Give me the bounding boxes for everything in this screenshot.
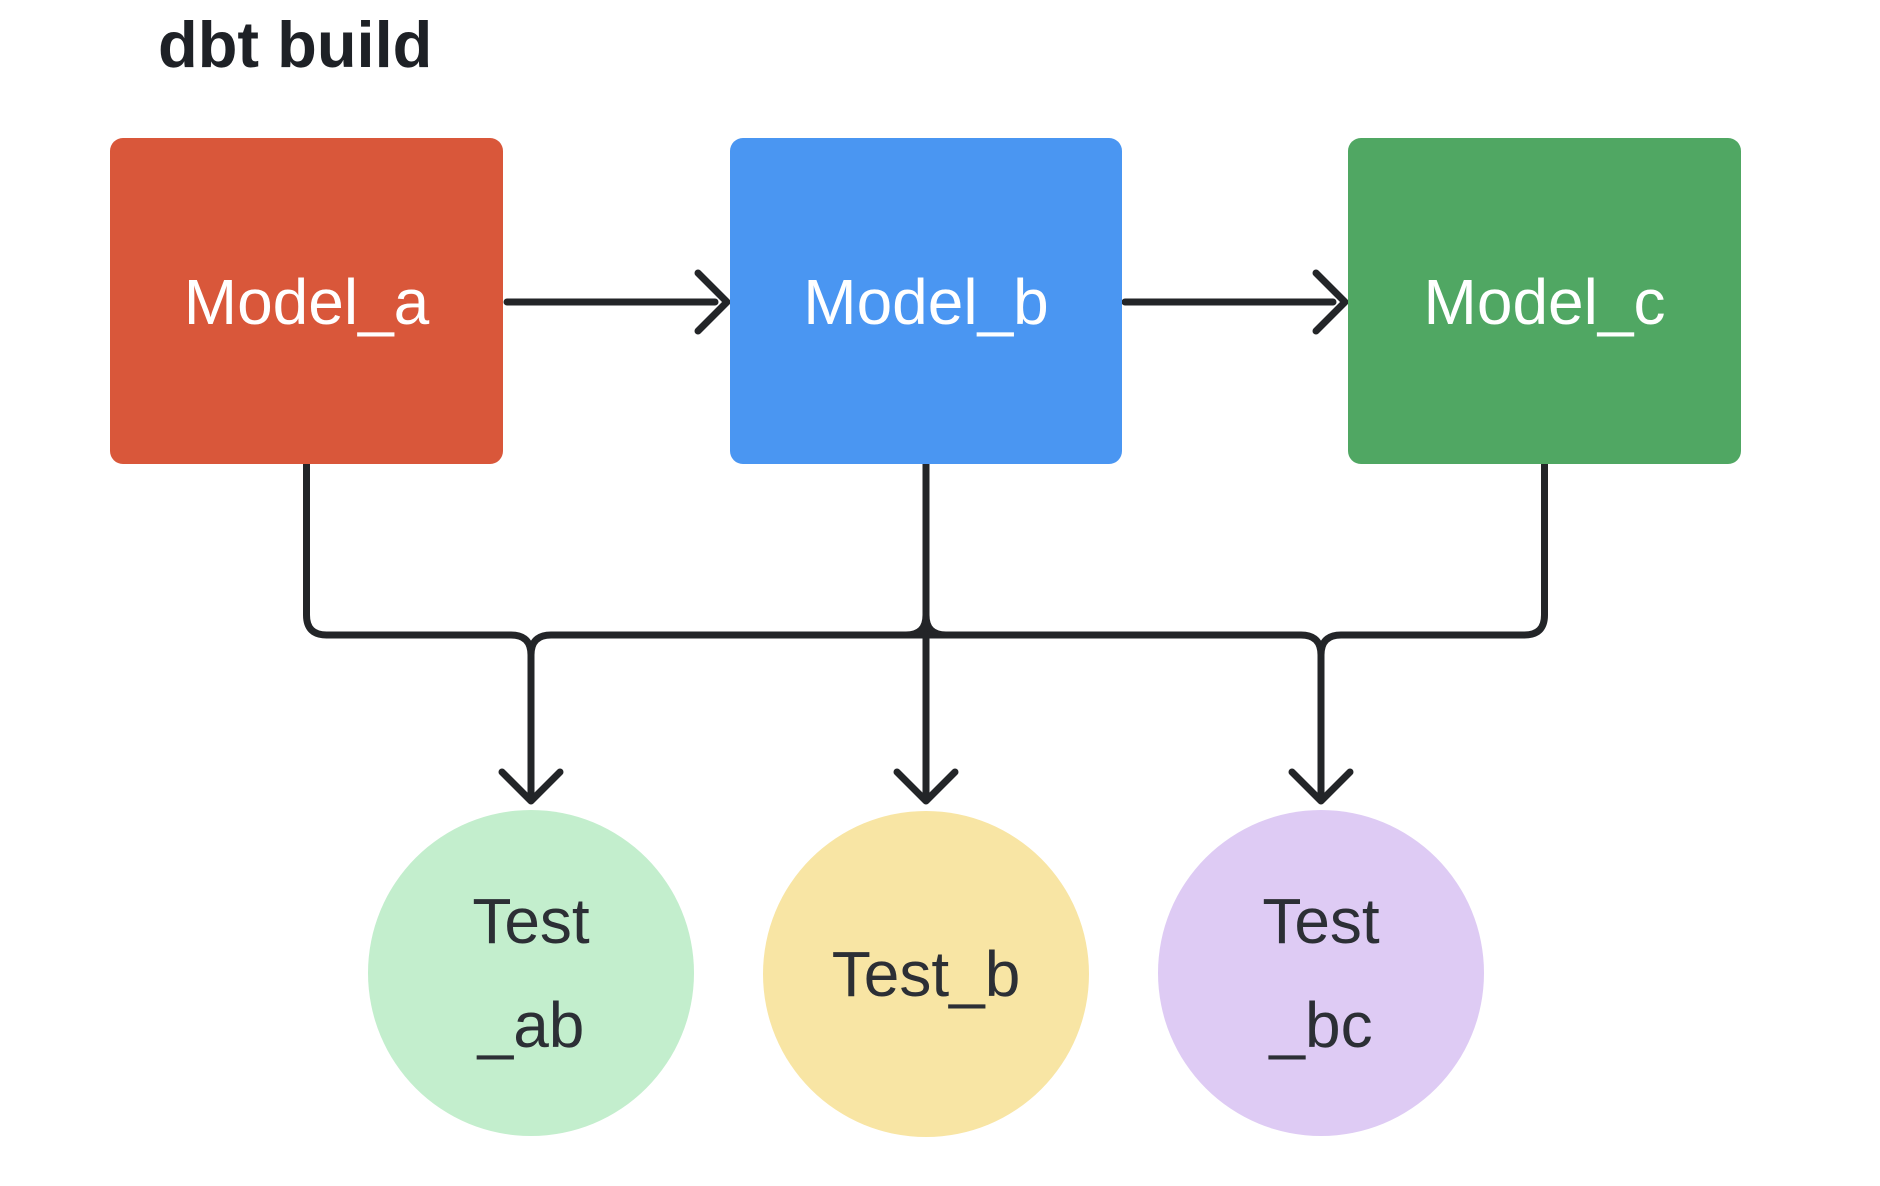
model-b-label: Model_b — [803, 266, 1049, 338]
model-a-node — [110, 138, 503, 464]
arrowhead-test-bc-icon — [1288, 768, 1354, 805]
model-c-node — [1348, 138, 1741, 464]
test-bc-node — [1158, 810, 1484, 1136]
test-ab-label-line2: _ab — [477, 989, 585, 1061]
test-b-label: Test_b — [832, 938, 1021, 1010]
connector-group — [303, 269, 1548, 805]
model-nodes-group: Model_a Model_b Model_c — [110, 138, 1741, 464]
test-bc-label-line1: Test — [1262, 885, 1380, 957]
diagram-title: dbt build — [158, 8, 432, 81]
arrowhead-test-ab-icon — [498, 768, 564, 805]
arrowhead-model-c-icon — [1312, 269, 1349, 335]
model-a-label: Model_a — [184, 266, 430, 338]
test-b-node — [763, 811, 1089, 1137]
model-b-node — [730, 138, 1122, 464]
test-bc-label-line2: _bc — [1268, 989, 1372, 1061]
test-ab-label-line1: Test — [472, 885, 590, 957]
test-ab-node — [368, 810, 694, 1136]
model-c-label: Model_c — [1424, 266, 1666, 338]
edge-model-c-to-bus — [1317, 460, 1548, 659]
arrowhead-model-b-icon — [694, 269, 731, 335]
test-nodes-group: Test _ab Test_b Test _bc — [368, 810, 1484, 1137]
arrowhead-test-b-icon — [893, 768, 959, 805]
bus-fillet-right — [922, 611, 950, 639]
